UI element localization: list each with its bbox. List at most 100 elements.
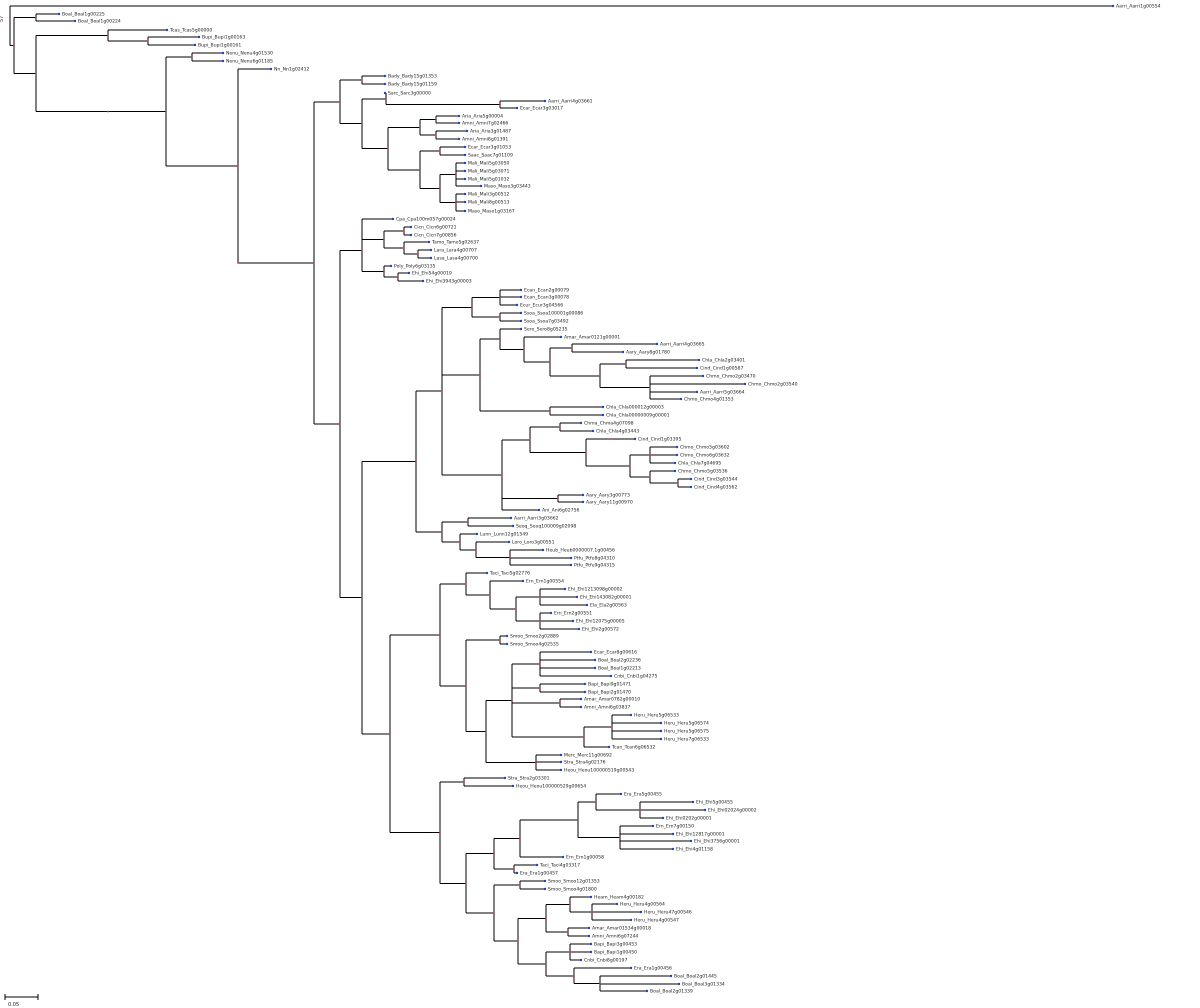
node-marker [545,962,547,965]
node-marker [499,103,501,106]
leaf-marker [645,989,649,993]
leaf-marker [655,342,659,346]
node-marker [517,940,519,942]
leaf-label: Era_Era1g00456 [634,966,672,972]
leaf-marker [579,705,583,709]
leaf-marker [463,192,467,196]
leaf-marker [463,153,467,157]
leaf-label: Aria_Aria5g00004 [462,114,503,120]
leaf-label: Tamo_Tamo5g02637 [431,240,479,246]
leaf-marker [509,516,513,520]
node-marker [549,410,551,412]
leaf-label: Aary_Aary11g00970 [586,500,633,506]
leaf-marker [659,729,663,733]
node-marker [361,122,363,125]
leaf-label: Bupi_Bupi1g00163 [202,35,245,41]
leaf-label: Chla_Chla4g03443 [596,429,639,435]
node-marker [493,912,495,914]
leaf-label: Heru_Heru4g00564 [620,902,665,908]
leaf-marker [505,634,509,638]
leaf-label: Ptfu_Ptfu8g04310 [574,556,615,562]
leaf-label: Amar_Amar01534g00018 [592,926,651,932]
leaf-marker [743,382,747,386]
leaf-label: Ern_Ern2g00551 [554,611,592,617]
leaf-label: Ecar_Ecar3g01053 [468,145,511,151]
node-marker [313,262,315,264]
leaf-label: Sero_Sero8g05235 [524,327,568,333]
leaf-label: Ecar_Ecar3g03017 [520,106,563,112]
leaf-marker [421,279,425,283]
node-marker [465,583,467,585]
leaf-label: Ecur_Ecur3g04566 [520,303,563,309]
leaf-label: Heam_Heam4g00182 [594,895,644,901]
node-marker [559,702,561,704]
leaf-marker [575,595,579,599]
leaf-label: Chmo_Chmo2g03540 [748,382,798,388]
leaf-label: Mali_Mali5g03050 [468,161,509,167]
leaf-marker [543,887,547,891]
tree-markers [9,4,1115,993]
leaf-marker [541,548,545,552]
leaf-marker [583,690,587,694]
leaf-marker [391,217,395,221]
node-marker [529,438,531,441]
leaf-marker [673,469,677,473]
leaf-marker [587,926,591,930]
leaf-label: Ptfu_Ptfu9g04315 [574,563,615,569]
leaf-marker [585,603,589,607]
leaf-label: Ssoa_Ssoa7g03492 [524,319,569,325]
leaf-label: Cpa_Cpa100m057g00024 [396,217,456,223]
leaf-marker [593,658,597,662]
leaf-label: Bady_Bady15g01159 [388,82,437,88]
node-marker [385,97,387,100]
leaf-marker [589,895,593,899]
leaf-label: Taci_Taci5g02776 [489,571,530,577]
leaf-label: Era_Era1g00457 [520,871,558,877]
leaf-label: Merc_Merc11g00692 [564,753,612,759]
node-marker [649,476,651,478]
node-marker [569,951,571,953]
leaf-label: Ehi_Ehi4g01158 [676,847,713,853]
leaf-marker [463,209,467,213]
leaf-label: Aarri_Aarri4g03661 [548,99,593,105]
leaf-marker [671,847,675,851]
node-marker [435,118,437,121]
node-marker [383,270,385,273]
node-marker [509,556,511,559]
root-label: 57 [0,16,5,22]
leaf-marker [463,145,467,149]
leaf-marker [633,437,637,441]
node-marker [539,596,541,598]
node-marker [389,732,391,735]
leaf-label: Boal_Boal1g02213 [598,666,641,672]
leaf-label: Ecan_Ecan2g00079 [524,288,569,294]
leaf-marker [581,500,585,504]
leaf-label: Mali_Mali8g00513 [468,200,509,206]
leaf-marker [559,768,563,772]
node-marker [577,818,579,821]
leaf-marker [671,832,675,836]
node-marker [387,147,389,150]
node-marker [513,868,515,870]
leaf-marker [659,737,663,741]
leaf-label: Ehi_Ehi02024g00002 [708,808,757,814]
leaf-marker [563,587,567,591]
leaf-label: Cnbi_Cnbi1g04275 [614,674,657,680]
node-marker [549,360,551,363]
leaf-marker [569,556,573,560]
leaf-label: Nenu_Nenu6g01185 [226,59,273,65]
leaf-label: Heru_Heru5g06575 [664,729,709,735]
node-marker [439,633,441,636]
leaf-label: Cind_Cind1g00587 [700,366,743,372]
leaf-marker [581,493,585,497]
leaf-marker [629,713,633,717]
node-marker [339,100,341,103]
leaf-marker [673,461,677,465]
leaf-marker [537,508,541,512]
leaf-label: Boal_Boal1g00225 [62,12,105,18]
node-marker [599,982,601,985]
leaf-marker [457,137,461,141]
node-marker [403,230,405,232]
leaf-marker [503,776,507,780]
